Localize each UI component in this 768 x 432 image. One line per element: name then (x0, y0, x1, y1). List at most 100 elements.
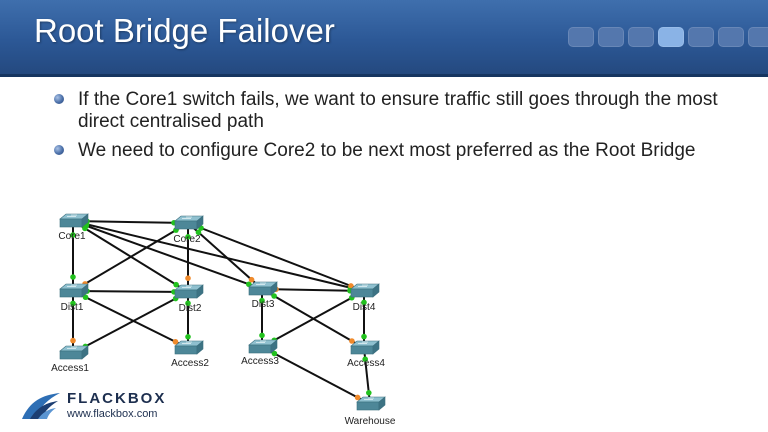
switch-icon (67, 214, 77, 217)
port-light-orange (349, 338, 355, 344)
node-label-access2: Access2 (171, 358, 209, 369)
switch-icon (256, 340, 266, 343)
switch-side-face (81, 213, 89, 228)
port-light-green (70, 274, 76, 280)
switch-icon (67, 284, 77, 287)
port-light-green (259, 297, 265, 304)
link-core2-dist1 (72, 222, 189, 292)
link-dist4-access3 (261, 290, 365, 348)
switch-front-face (59, 350, 83, 360)
port-light-green (173, 281, 179, 288)
switch-side-face (81, 283, 89, 298)
flackbox-logo: FLACKBOX www.flackbox.com (20, 389, 200, 425)
node-label-dist1: Dist1 (61, 302, 84, 313)
bullet-text: We need to configure Core2 to be next mo… (78, 140, 696, 161)
bullet-item: We need to configure Core2 to be next mo… (54, 140, 744, 162)
port-light-green (185, 334, 191, 340)
link-dist1-dist2 (72, 290, 189, 293)
node-label-access4: Access4 (347, 358, 385, 369)
port-light-orange (348, 283, 354, 289)
switch-dist4 (350, 283, 380, 298)
slide-header: Root Bridge Failover (0, 0, 768, 77)
switch-front-face (350, 345, 374, 355)
port-light-orange (248, 276, 255, 283)
progress-step (718, 27, 744, 47)
switch-warehouse (356, 396, 386, 411)
switch-icon (256, 282, 266, 285)
switch-dist3 (248, 281, 278, 296)
logo-brand-name: FLACKBOX (67, 390, 167, 407)
progress-step (628, 27, 654, 47)
switch-dist1 (59, 283, 89, 298)
node-label-core1: Core1 (58, 231, 86, 242)
bullet-list: If the Core1 switch fails, we want to en… (54, 89, 744, 169)
switch-front-face (59, 218, 83, 228)
bullet-text: If the Core1 switch fails, we want to en… (78, 89, 718, 132)
switch-icon (67, 346, 77, 349)
progress-step (748, 27, 768, 47)
progress-step (568, 27, 594, 47)
port-light-green (361, 333, 367, 340)
switch-access2 (174, 340, 204, 355)
switch-front-face (174, 289, 198, 299)
switch-icon (364, 397, 374, 400)
switch-side-face (378, 396, 386, 411)
switch-access1 (59, 345, 89, 360)
switch-icon (182, 341, 192, 344)
switch-access4 (350, 340, 380, 355)
port-light-green (82, 294, 89, 301)
links-layer (70, 218, 372, 405)
switch-icon (358, 341, 368, 344)
link-access3-warehouse (261, 346, 371, 405)
switch-side-face (270, 281, 278, 296)
port-light-green (362, 356, 369, 362)
progress-step (688, 27, 714, 47)
switch-icon (182, 216, 192, 219)
port-light-orange (354, 394, 361, 401)
node-label-access1: Access1 (51, 363, 89, 374)
port-light-green (185, 300, 191, 306)
bullet-item: If the Core1 switch fails, we want to en… (54, 89, 744, 133)
switch-core1 (59, 213, 89, 228)
node-label-core2: Core2 (173, 234, 201, 245)
logo-url: www.flackbox.com (67, 408, 158, 420)
flackbox-wing-logo-icon (22, 393, 60, 419)
switch-front-face (174, 345, 198, 355)
switch-core2 (174, 215, 204, 230)
port-light-green (195, 229, 202, 236)
port-light-green (271, 293, 277, 299)
switch-side-face (196, 284, 204, 299)
switch-icon (358, 284, 368, 287)
switch-side-face (196, 215, 204, 230)
switch-front-face (356, 401, 380, 411)
port-light-green (271, 350, 278, 357)
switch-side-face (81, 345, 89, 360)
port-light-orange (185, 275, 191, 281)
switch-front-face (248, 286, 272, 296)
progress-step-current (658, 27, 684, 47)
port-light-green (259, 332, 265, 339)
link-core1-core2 (72, 220, 189, 224)
switch-front-face (248, 344, 272, 354)
link-core1-dist4 (72, 220, 365, 292)
bullet-icon (54, 145, 64, 155)
port-light-orange (172, 338, 179, 345)
node-label-dist4: Dist4 (353, 302, 376, 313)
link-access4-warehouse (363, 347, 371, 405)
switch-side-face (372, 340, 380, 355)
switch-side-face (196, 340, 204, 355)
node-label-warehouse: Warehouse (345, 416, 396, 427)
switch-front-face (174, 220, 198, 230)
link-dist1-access2 (72, 290, 189, 349)
progress-step (598, 27, 624, 47)
node-label-dist3: Dist3 (252, 299, 275, 310)
port-light-green (185, 234, 191, 240)
link-core1-dist3 (72, 220, 263, 290)
slide-progress-indicator (568, 27, 768, 47)
switch-icon (182, 285, 192, 288)
switch-front-face (59, 288, 83, 298)
port-light-green (70, 300, 76, 307)
port-light-orange (70, 337, 76, 344)
